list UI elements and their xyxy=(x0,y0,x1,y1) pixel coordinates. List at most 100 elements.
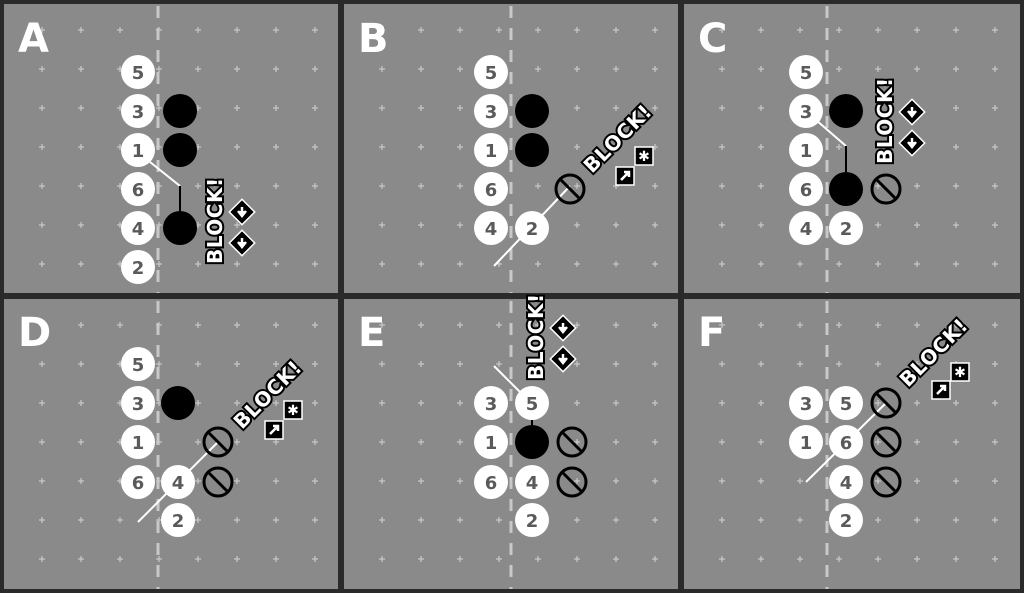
player-6: 6 xyxy=(121,465,155,499)
player-number: 2 xyxy=(132,258,145,279)
svg-text:4: 4 xyxy=(526,473,539,494)
court-grid xyxy=(379,322,658,562)
star-icon: ✱ xyxy=(283,400,303,420)
player-3: 3 xyxy=(474,94,508,128)
arrow-up-right-icon xyxy=(615,166,635,186)
path-line xyxy=(493,365,523,395)
svg-text:2: 2 xyxy=(172,511,185,532)
svg-text:5: 5 xyxy=(840,394,853,415)
player-3: 3 xyxy=(121,94,155,128)
panel-letter: D xyxy=(18,310,51,356)
svg-text:2: 2 xyxy=(526,511,539,532)
player-3: 3 xyxy=(789,94,823,128)
player-number: 3 xyxy=(132,102,145,123)
svg-text:1: 1 xyxy=(800,141,813,162)
blocked-player xyxy=(202,426,234,458)
opponent-blocker xyxy=(163,211,197,245)
player-5: 5 xyxy=(789,55,823,89)
player-6: 6 xyxy=(829,425,863,459)
player-3: 3 xyxy=(474,386,508,420)
panel-f: F 3 5 1 6 4 2 BLOCK! ✱ xyxy=(684,299,1020,589)
opponent-blocker xyxy=(515,425,549,459)
svg-text:6: 6 xyxy=(485,180,498,201)
player-4: 4 xyxy=(789,211,823,245)
player-1: 1 xyxy=(789,425,823,459)
player-4: 4 xyxy=(121,211,155,245)
arrow-down-icon xyxy=(228,229,256,257)
player-2: 2 xyxy=(829,211,863,245)
svg-text:3: 3 xyxy=(485,102,498,123)
opponent-blocker xyxy=(163,133,197,167)
arrow-down-icon xyxy=(898,129,926,157)
svg-text:2: 2 xyxy=(840,511,853,532)
svg-text:1: 1 xyxy=(800,433,813,454)
arrow-down-icon xyxy=(549,314,577,342)
player-1: 1 xyxy=(474,133,508,167)
panel-b: B 5 3 1 6 4 2 BLOCK! ✱ xyxy=(344,4,678,293)
blocked-player xyxy=(202,466,234,498)
player-number: 4 xyxy=(132,219,145,240)
player-5: 5 xyxy=(515,386,549,420)
player-3: 3 xyxy=(789,386,823,420)
arrow-down-icon xyxy=(898,98,926,126)
player-2: 2 xyxy=(829,503,863,537)
opponent-blocker xyxy=(163,94,197,128)
court-background xyxy=(4,299,338,589)
block-label: BLOCK! xyxy=(203,177,227,264)
player-6: 6 xyxy=(789,172,823,206)
svg-text:4: 4 xyxy=(840,473,853,494)
svg-text:4: 4 xyxy=(485,219,498,240)
player-1: 1 xyxy=(121,133,155,167)
svg-text:✱: ✱ xyxy=(954,365,966,381)
blocked-player xyxy=(556,466,588,498)
opponent-blocker xyxy=(515,133,549,167)
svg-text:3: 3 xyxy=(132,394,145,415)
svg-text:1: 1 xyxy=(485,141,498,162)
block-label: BLOCK! xyxy=(524,293,548,380)
svg-text:3: 3 xyxy=(800,394,813,415)
svg-text:1: 1 xyxy=(485,433,498,454)
player-1: 1 xyxy=(474,425,508,459)
blocked-player xyxy=(870,387,902,419)
player-2: 2 xyxy=(161,503,195,537)
player-4: 4 xyxy=(515,465,549,499)
blocked-player xyxy=(870,426,902,458)
svg-text:1: 1 xyxy=(132,433,145,454)
player-5: 5 xyxy=(121,55,155,89)
svg-text:5: 5 xyxy=(526,394,539,415)
opponent-blocker xyxy=(515,94,549,128)
player-6: 6 xyxy=(121,172,155,206)
court-background xyxy=(684,4,1020,293)
svg-text:2: 2 xyxy=(526,219,539,240)
player-2: 2 xyxy=(515,211,549,245)
player-1: 1 xyxy=(121,425,155,459)
court-grid xyxy=(39,322,318,562)
block-label: BLOCK! xyxy=(873,77,897,164)
player-number: 1 xyxy=(132,141,145,162)
arrow-down-icon xyxy=(228,198,256,226)
player-5: 5 xyxy=(474,55,508,89)
player-6: 6 xyxy=(474,465,508,499)
star-icon: ✱ xyxy=(634,146,654,166)
path-line xyxy=(815,119,847,147)
panel-letter: E xyxy=(358,310,385,356)
player-6: 6 xyxy=(474,172,508,206)
svg-text:6: 6 xyxy=(800,180,813,201)
blocked-player xyxy=(556,426,588,458)
svg-text:6: 6 xyxy=(485,473,498,494)
player-5: 5 xyxy=(121,347,155,381)
panel-a: A 5 3 1 6 4 2 BLOCK! xyxy=(4,4,338,293)
svg-text:✱: ✱ xyxy=(287,403,299,419)
star-icon: ✱ xyxy=(950,362,970,382)
blocked-player xyxy=(870,466,902,498)
panel-c: C 5 3 1 6 4 2 BLOCK! xyxy=(684,4,1020,293)
svg-text:3: 3 xyxy=(485,394,498,415)
arrow-up-right-icon xyxy=(264,420,284,440)
svg-text:✱: ✱ xyxy=(638,149,650,165)
player-4: 4 xyxy=(829,465,863,499)
panel-letter: C xyxy=(698,16,727,62)
blocked-player xyxy=(870,173,902,205)
player-5: 5 xyxy=(829,386,863,420)
panel-letter: F xyxy=(698,310,725,356)
